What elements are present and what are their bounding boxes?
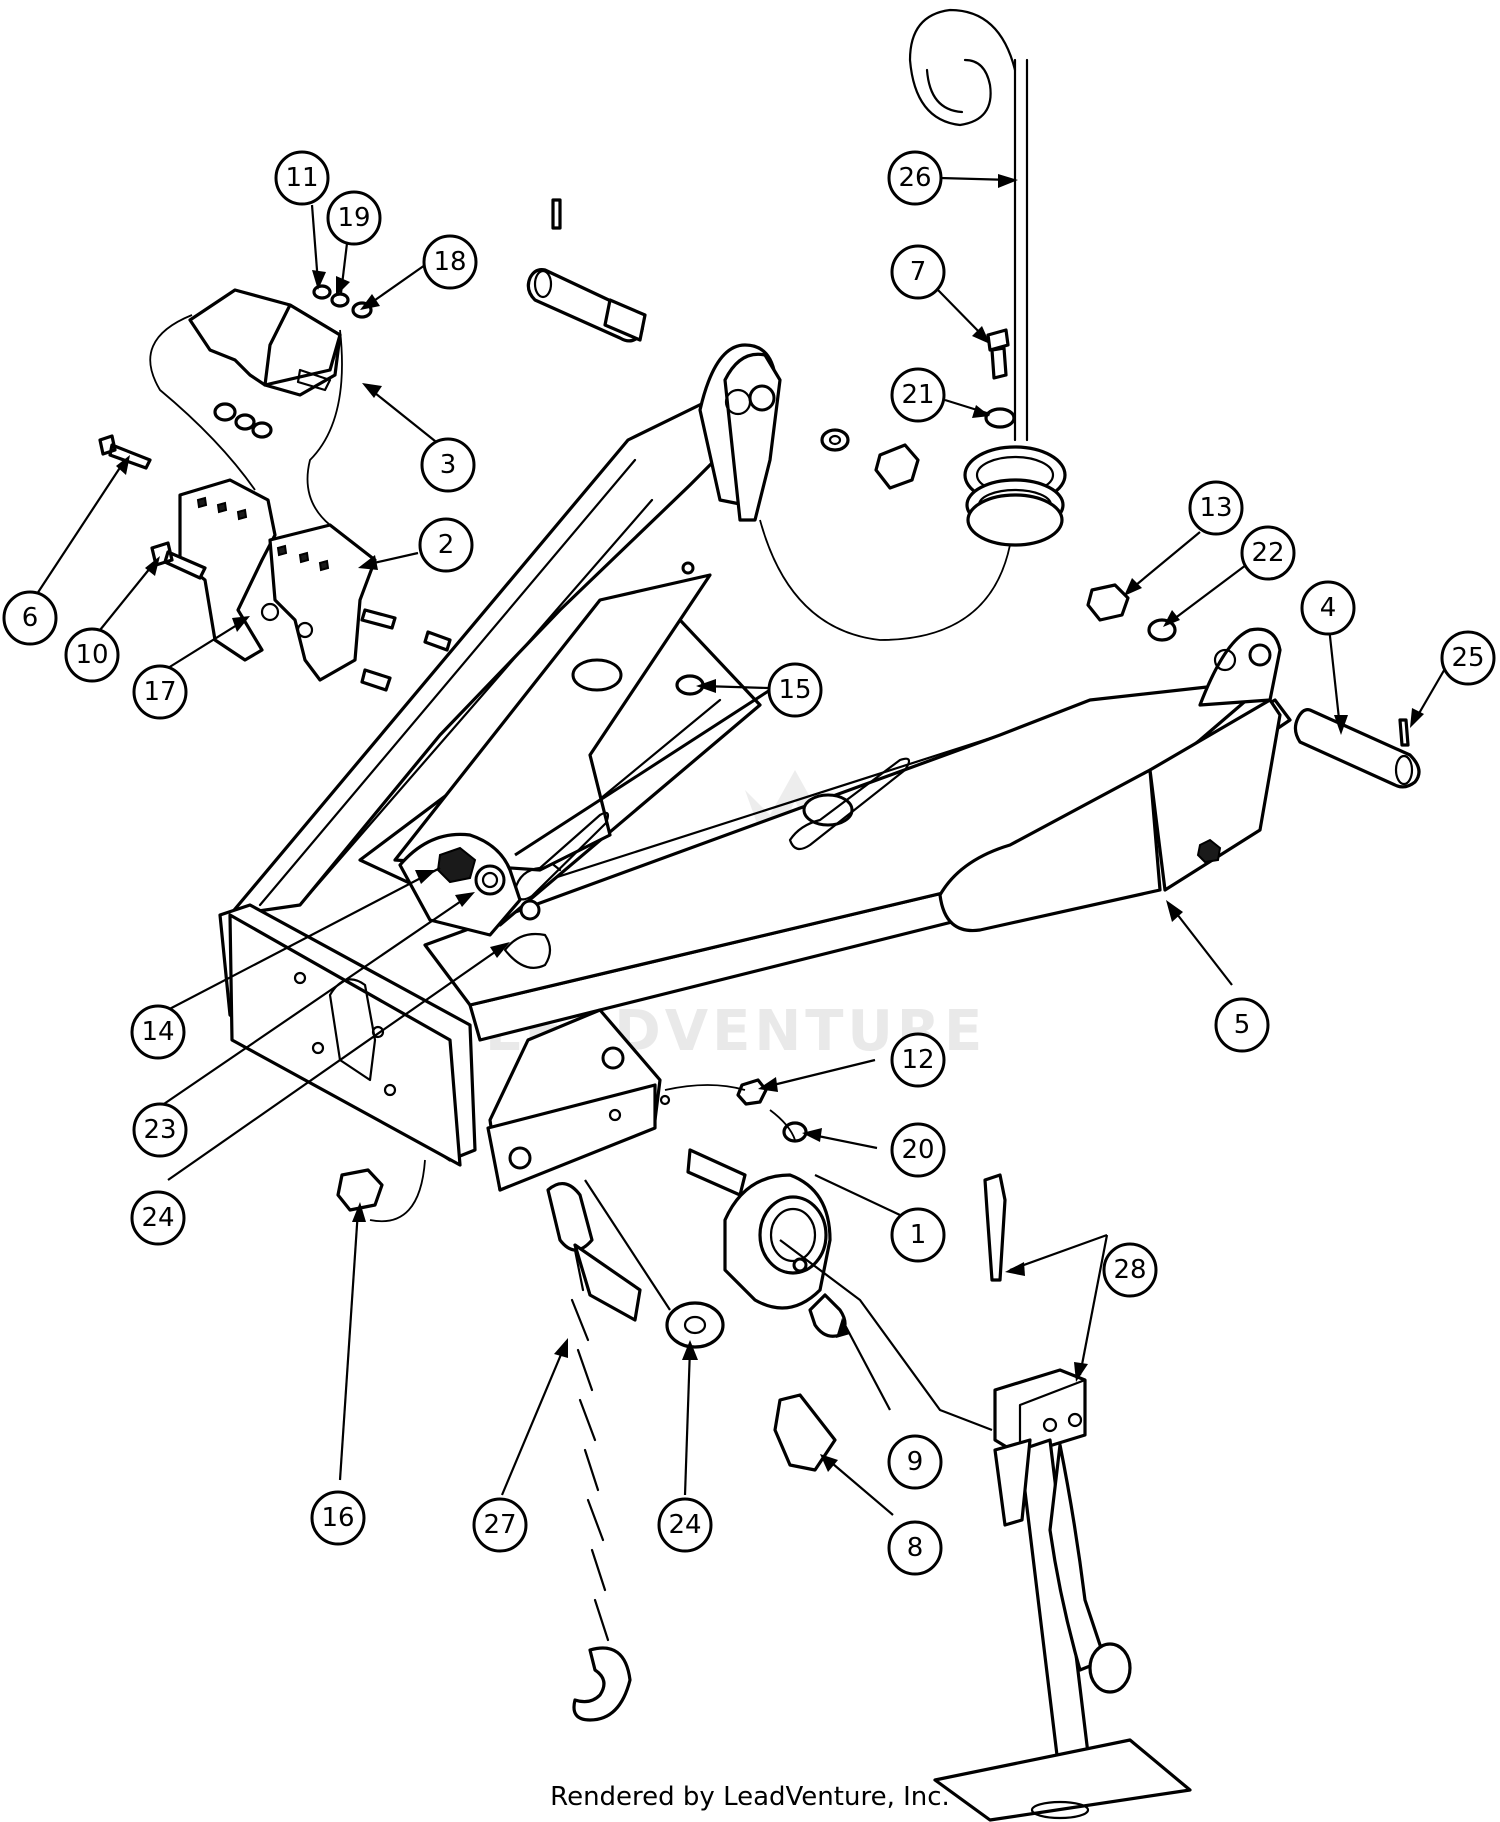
svg-text:25: 25 [1451, 643, 1484, 673]
leader-lines [32, 176, 1451, 1516]
svg-text:23: 23 [143, 1115, 176, 1145]
washer-nut-upper [820, 428, 920, 490]
spring-pin [908, 8, 1067, 547]
svg-text:21: 21 [901, 380, 934, 410]
svg-text:2: 2 [438, 530, 455, 560]
callout-14[interactable]: 14 [130, 1004, 186, 1060]
callout-24-lower[interactable]: 24 [657, 1497, 713, 1553]
pivot-pin-upper [526, 198, 647, 343]
svg-text:7: 7 [910, 257, 927, 287]
callout-16[interactable]: 16 [310, 1490, 366, 1546]
svg-text:19: 19 [337, 203, 370, 233]
bolt-10 [150, 541, 207, 580]
svg-text:13: 13 [1199, 493, 1232, 523]
callout-13[interactable]: 13 [1188, 480, 1244, 536]
washer-21 [984, 407, 1016, 429]
callout-28[interactable]: 28 [1102, 1242, 1158, 1298]
callout-4[interactable]: 4 [1300, 580, 1356, 636]
svg-text:8: 8 [907, 1533, 924, 1563]
svg-text:3: 3 [440, 450, 457, 480]
svg-text:1: 1 [910, 1220, 927, 1250]
callout-12[interactable]: 12 [890, 1032, 946, 1088]
arrowheads [116, 174, 1424, 1472]
svg-text:26: 26 [898, 163, 931, 193]
callouts: 11 19 18 3 2 6 10 17 26 7 21 13 22 4 25 … [2, 150, 1496, 1576]
svg-text:5: 5 [1234, 1010, 1251, 1040]
svg-text:22: 22 [1251, 538, 1284, 568]
svg-text:16: 16 [321, 1503, 354, 1533]
callout-27[interactable]: 27 [472, 1497, 528, 1553]
bolt-7 [986, 328, 1010, 380]
callout-17[interactable]: 17 [132, 664, 188, 720]
svg-text:12: 12 [901, 1045, 934, 1075]
bolt-8 [773, 1393, 837, 1472]
callout-21[interactable]: 21 [890, 367, 946, 423]
callout-23[interactable]: 23 [132, 1102, 188, 1158]
jack-stand [933, 1173, 1192, 1822]
nut-12 [736, 1078, 768, 1106]
callout-25[interactable]: 25 [1440, 630, 1496, 686]
pivot-pin-right [1293, 708, 1421, 789]
callout-24-upper[interactable]: 24 [130, 1190, 186, 1246]
bolt-6 [98, 434, 152, 470]
grouping-wires [149, 314, 1011, 1223]
hitch-collar-1 [686, 1148, 832, 1310]
callout-6[interactable]: 6 [2, 590, 58, 646]
svg-text:28: 28 [1113, 1255, 1146, 1285]
nut-13 [1086, 583, 1130, 622]
callout-11[interactable]: 11 [274, 150, 330, 206]
callout-9[interactable]: 9 [887, 1434, 943, 1490]
svg-text:11: 11 [285, 163, 318, 193]
callout-5[interactable]: 5 [1214, 997, 1270, 1053]
svg-text:9: 9 [907, 1447, 924, 1477]
plates-2 [178, 478, 452, 692]
svg-text:4: 4 [1320, 593, 1337, 623]
svg-text:10: 10 [75, 640, 108, 670]
svg-text:6: 6 [22, 603, 39, 633]
nut-16 [336, 1168, 384, 1212]
svg-text:14: 14 [141, 1017, 174, 1047]
callout-8[interactable]: 8 [887, 1520, 943, 1576]
svg-text:18: 18 [433, 247, 466, 277]
callout-2[interactable]: 2 [418, 517, 474, 573]
svg-text:17: 17 [143, 677, 176, 707]
callout-10[interactable]: 10 [64, 627, 120, 683]
callout-19[interactable]: 19 [326, 190, 382, 246]
callout-18[interactable]: 18 [422, 234, 478, 290]
svg-text:20: 20 [901, 1135, 934, 1165]
callout-3[interactable]: 3 [420, 437, 476, 493]
safety-chain [546, 1182, 642, 1722]
callout-1[interactable]: 1 [890, 1207, 946, 1263]
svg-text:24: 24 [668, 1510, 701, 1540]
svg-text:15: 15 [778, 675, 811, 705]
a-frame [218, 343, 1292, 1192]
bracket-3 [188, 288, 342, 439]
callout-20[interactable]: 20 [890, 1122, 946, 1178]
callout-7[interactable]: 7 [890, 244, 946, 300]
washer-24-lower [665, 1301, 725, 1349]
callout-26[interactable]: 26 [887, 150, 943, 206]
footer-credit: Rendered by LeadVenture, Inc. [550, 1782, 950, 1812]
svg-text:24: 24 [141, 1203, 174, 1233]
nut-11 [312, 284, 332, 300]
washer-22 [1147, 618, 1177, 642]
svg-text:27: 27 [483, 1510, 516, 1540]
washer-19 [330, 292, 350, 308]
callout-15[interactable]: 15 [767, 662, 823, 718]
callout-22[interactable]: 22 [1240, 525, 1296, 581]
